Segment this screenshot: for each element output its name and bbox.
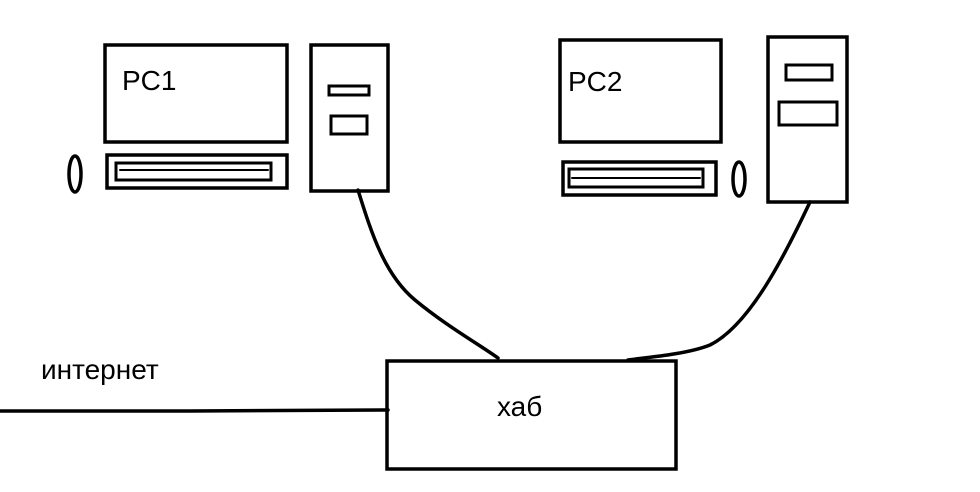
- pc1-to-hub-cable: [356, 188, 500, 360]
- pc1-tower-disk-drive: [329, 114, 369, 136]
- pc2-mouse: [731, 160, 747, 198]
- pc2: PC2: [558, 35, 849, 204]
- internet-cable: [0, 408, 390, 413]
- pc1-monitor: [103, 43, 289, 144]
- pc2-tower: [766, 35, 849, 204]
- pc2-tower-disk-drive: [777, 100, 839, 127]
- pc2-tower-drive-bay: [784, 63, 834, 82]
- pc1: PC1: [67, 43, 390, 194]
- pc2-keyboard: [561, 160, 718, 197]
- hub: хаб: [385, 359, 678, 471]
- hub-label: хаб: [497, 391, 542, 422]
- pc1-label: PC1: [122, 65, 176, 96]
- pc1-tower: [309, 43, 390, 193]
- hub-box: [385, 359, 678, 471]
- pc2-monitor: [558, 38, 723, 144]
- pc1-keyboard: [105, 153, 289, 190]
- pc2-to-hub-cable: [626, 200, 812, 362]
- pc2-label: PC2: [568, 66, 622, 97]
- pc1-tower-drive-bay: [327, 84, 371, 97]
- internet-label: интернет: [41, 354, 159, 385]
- pc1-keyboard-keys: [114, 161, 273, 182]
- pc1-mouse: [67, 154, 83, 194]
